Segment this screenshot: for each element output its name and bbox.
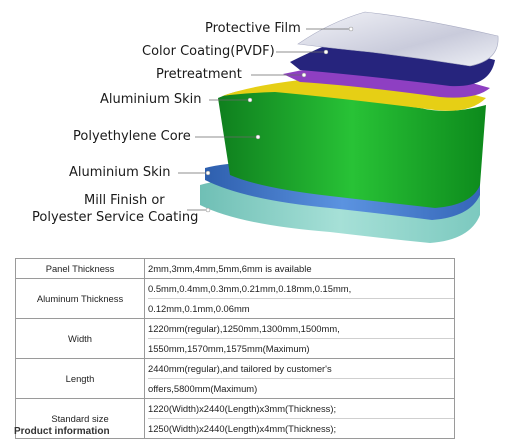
core-layer bbox=[218, 88, 486, 208]
value-cell: 1220(Width)x2440(Length)x3mm(Thickness);… bbox=[144, 398, 455, 439]
label-service-coating-line2: Polyester Service Coating bbox=[32, 210, 199, 225]
table-row: Width 1220mm(regular),1250mm,1300mm,1500… bbox=[15, 318, 455, 359]
value-line: 2mm,3mm,4mm,5mm,6mm is available bbox=[148, 263, 312, 274]
value-cell: 2mm,3mm,4mm,5mm,6mm is available bbox=[144, 258, 455, 279]
upper-aluminium-layer bbox=[222, 72, 486, 111]
value-cell: 2440mm(regular),and tailored by customer… bbox=[144, 358, 455, 399]
table-row: Length 2440mm(regular),and tailored by c… bbox=[15, 358, 455, 399]
protective-film-layer bbox=[297, 11, 499, 67]
value-line: 1550mm,1570mm,1575mm(Maximum) bbox=[148, 338, 454, 358]
value-cell: 1220mm(regular),1250mm,1300mm,1500mm, 15… bbox=[144, 318, 455, 359]
value-line: offers,5800mm(Maximum) bbox=[148, 378, 454, 398]
value-line: 0.5mm,0.4mm,0.3mm,0.21mm,0.18mm,0.15mm, bbox=[148, 283, 352, 294]
value-line: 0.12mm,0.1mm,0.06mm bbox=[148, 298, 454, 318]
table-row: Standard size 1220(Width)x2440(Length)x3… bbox=[15, 398, 455, 439]
param-cell: Aluminum Thickness bbox=[15, 278, 145, 319]
label-service-coating-line1: Mill Finish or bbox=[84, 193, 165, 208]
label-protective-film: Protective Film bbox=[205, 21, 301, 36]
spec-table: Panel Thickness 2mm,3mm,4mm,5mm,6mm is a… bbox=[15, 258, 455, 439]
footer-heading: Product information bbox=[14, 426, 110, 437]
label-color-coating: Color Coating(PVDF) bbox=[142, 44, 275, 59]
value-cell: 0.5mm,0.4mm,0.3mm,0.21mm,0.18mm,0.15mm, … bbox=[144, 278, 455, 319]
value-line: 2440mm(regular),and tailored by customer… bbox=[148, 363, 332, 374]
label-pretreatment: Pretreatment bbox=[156, 67, 242, 82]
acp-layer-diagram bbox=[178, 11, 499, 243]
param-cell: Length bbox=[15, 358, 145, 399]
value-line: 1220(Width)x2440(Length)x3mm(Thickness); bbox=[148, 403, 337, 414]
label-polyethylene-core: Polyethylene Core bbox=[73, 129, 191, 144]
param-cell: Panel Thickness bbox=[15, 258, 145, 279]
table-row: Aluminum Thickness 0.5mm,0.4mm,0.3mm,0.2… bbox=[15, 278, 455, 319]
label-aluminium-skin-top: Aluminium Skin bbox=[100, 92, 202, 107]
label-aluminium-skin-bottom: Aluminium Skin bbox=[69, 165, 171, 180]
table-row: Panel Thickness 2mm,3mm,4mm,5mm,6mm is a… bbox=[15, 258, 455, 279]
value-line: 1250(Width)x2440(Length)x4mm(Thickness); bbox=[148, 418, 454, 438]
value-line: 1220mm(regular),1250mm,1300mm,1500mm, bbox=[148, 323, 340, 334]
param-cell: Width bbox=[15, 318, 145, 359]
